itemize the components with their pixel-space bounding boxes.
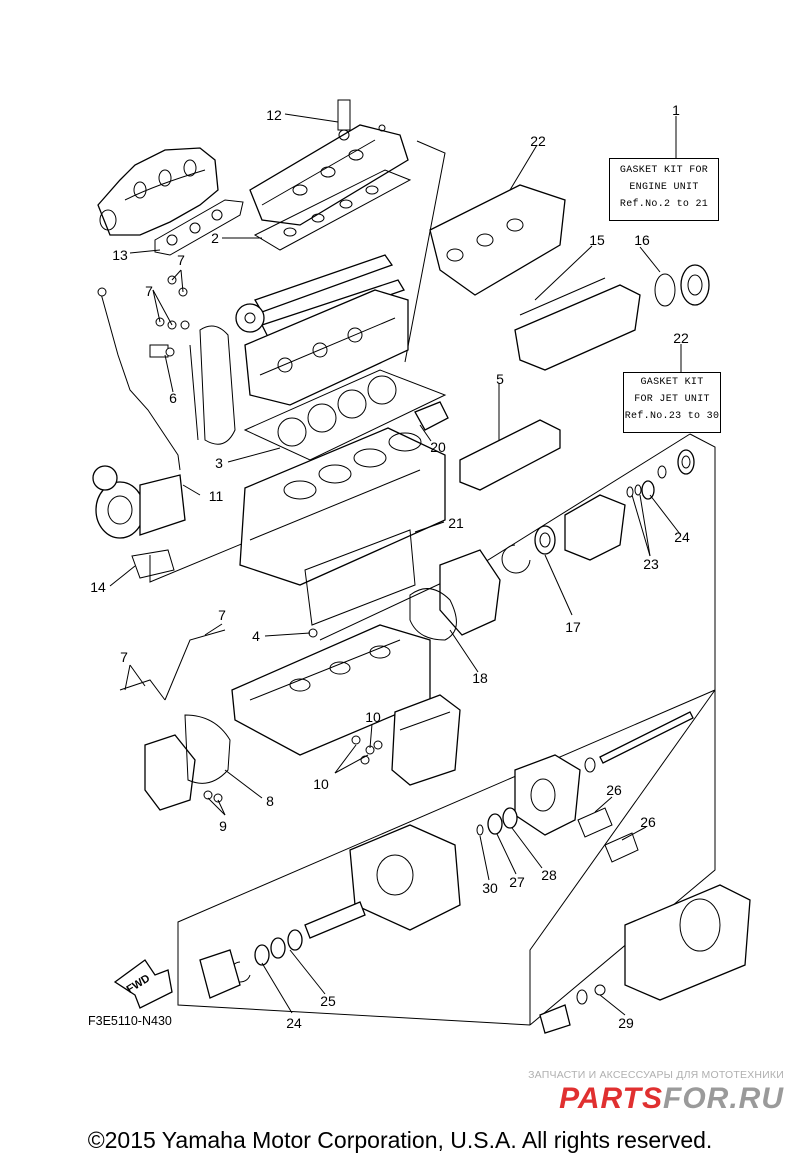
callout-5: 5 <box>496 371 504 387</box>
watermark-logo-left: PARTS <box>559 1082 663 1115</box>
callout-10-a: 10 <box>365 709 381 725</box>
turbo-gasket-14 <box>131 549 175 579</box>
callout-19: 20 <box>430 439 446 455</box>
callout-26-b: 26 <box>640 814 656 830</box>
copyright-notice: ©2015 Yamaha Motor Corporation, U.S.A. A… <box>87 1127 713 1153</box>
callout-7-b: 7 <box>145 283 153 299</box>
callout-6: 6 <box>169 390 177 406</box>
intake-pipe-16 <box>654 264 710 307</box>
document-code: F3E5110-N430 <box>88 1014 172 1028</box>
callout-4: 4 <box>252 628 260 644</box>
gasket-20 <box>304 529 416 626</box>
callout-30: 30 <box>482 880 498 896</box>
callout-3: 3 <box>215 455 223 471</box>
exhaust-gaskets <box>154 199 244 256</box>
watermark-caption: ЗАПЧАСТИ И АКСЕССУАРЫ ДЛЯ МОТОТЕХНИКИ <box>528 1069 784 1081</box>
callout-13: 13 <box>112 247 128 263</box>
fwd-arrow: FWD <box>113 959 173 1009</box>
cylinder-head-cover <box>249 99 409 226</box>
callout-10-b: 10 <box>313 776 329 792</box>
callout-14: 14 <box>90 579 106 595</box>
intercooler-15 <box>514 277 641 371</box>
cylinder-head <box>244 289 409 406</box>
callout-7-c: 7 <box>218 607 226 623</box>
callout-26-a: 26 <box>606 782 622 798</box>
engine-kit-line-1: GASKET KIT FOR <box>619 165 709 176</box>
intake-manifold <box>429 184 566 296</box>
engine-kit-line-2: ENGINE UNIT <box>629 182 699 193</box>
cover-5 <box>459 419 561 491</box>
water-pump <box>119 629 231 811</box>
engine-kit-line-3: Ref.No.2 to 21 <box>619 199 709 210</box>
callout-27: 27 <box>509 874 525 890</box>
drive-shaft <box>584 711 694 773</box>
callout-7-d: 7 <box>120 649 128 665</box>
callout-2: 2 <box>211 230 219 246</box>
callout-numbers: 12 2 13 7 7 6 3 11 14 22 15 16 5 20 21 2… <box>90 102 690 1031</box>
seal-set-23-24 <box>626 449 695 500</box>
head-gasket <box>243 369 447 461</box>
watermark-logo-right: FOR.RU <box>663 1082 784 1115</box>
callout-11: 11 <box>209 488 224 504</box>
callout-23: 23 <box>643 556 659 572</box>
callout-15: 15 <box>589 232 605 248</box>
dipstick <box>97 287 181 471</box>
cylinder-block <box>239 427 446 586</box>
callout-8: 8 <box>266 793 274 809</box>
shaft-sleeve-24-25 <box>199 901 366 999</box>
bearing-housing-17 <box>501 494 626 574</box>
callout-20: 21 <box>448 515 464 531</box>
jet-kit-line-3: Ref.No.23 to 30 <box>624 411 720 422</box>
leader-lines <box>109 113 682 1016</box>
oil-pump <box>409 401 501 641</box>
jet-gasket-kit-box: GASKET KIT FOR JET UNIT Ref.No.23 to 30 <box>623 372 721 433</box>
jet-kit-line-2: FOR JET UNIT <box>634 394 710 405</box>
callout-21: 22 <box>530 133 546 149</box>
callout-22: 22 <box>673 330 689 346</box>
impeller-housing <box>539 884 751 1034</box>
jet-pump-housing <box>514 754 639 863</box>
exhaust-manifold <box>97 147 219 236</box>
head-cover-gasket <box>253 169 412 251</box>
callout-24-bottom: 24 <box>286 1015 302 1031</box>
callout-16: 16 <box>634 232 650 248</box>
callout-24-top: 24 <box>674 529 690 545</box>
turbocharger <box>92 465 186 539</box>
engine-gasket-kit-box: GASKET KIT FOR ENGINE UNIT Ref.No.2 to 2… <box>609 158 719 221</box>
callout-28: 28 <box>541 867 557 883</box>
callout-9: 9 <box>219 818 227 834</box>
fittings-6-7 <box>149 275 190 358</box>
callout-7-a: 7 <box>177 252 185 268</box>
callout-12: 12 <box>266 107 282 123</box>
timing-chain <box>189 325 236 445</box>
side-cover-block <box>391 694 461 786</box>
callout-17: 17 <box>565 619 581 635</box>
callout-18: 18 <box>472 670 488 686</box>
jet-kit-line-1: GASKET KIT <box>640 377 704 388</box>
callout-29: 29 <box>618 1015 634 1031</box>
callout-25: 25 <box>320 993 336 1009</box>
callout-1: 1 <box>672 102 680 118</box>
watermark-logo: PARTSFOR.RU <box>492 1082 784 1116</box>
seal-set-27-28-30 <box>476 807 518 836</box>
